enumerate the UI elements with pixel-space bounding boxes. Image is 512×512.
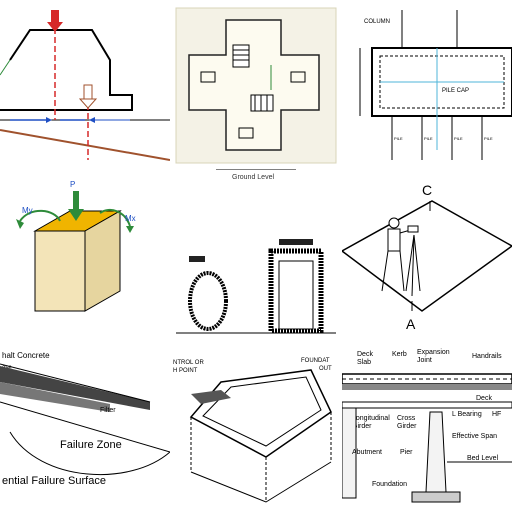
tile-conduit-sections [171,171,341,341]
label-my: My [22,206,33,215]
label-pile-1: PILE [394,136,403,141]
block-diagram: P My Mx [16,180,136,312]
label-deck: Deck [476,395,492,402]
label-a: A [406,316,416,332]
tile-embankment-failure: halt Concrete ase Filter Failure Zone en… [0,342,170,512]
pile-cap-diagram: COLUMN PILE CAP PILE PILE PILE PILE [359,10,512,160]
tile-bridge-components: Deck Slab Kerb Expansion Joint Handrails… [342,342,512,512]
label-column: COLUMN [364,19,390,25]
label-hf: HF [492,411,501,418]
label-failure-surface: ential Failure Surface [2,475,106,487]
surveying-diagram: C A [342,182,512,332]
label-expansion-2: Joint [417,357,432,364]
tile-biaxial-block: P My Mx [0,171,170,341]
label-foundation-1: FOUNDAT [301,358,330,364]
label-control-2: H POINT [173,368,198,374]
label-control-1: NTROL OR [173,360,204,366]
label-foundation-2: OUT [319,366,332,372]
label-longitudinal-1: Longitudinal [352,415,390,422]
label-pier: Pier [400,449,413,456]
sections-diagram [176,239,336,334]
tile-foundation-layout: NTROL OR H POINT FOUNDAT OUT [171,342,341,512]
label-foundation: Foundation [372,481,407,488]
label-kerb: Kerb [392,351,407,358]
tile-pile-cap: COLUMN PILE CAP PILE PILE PILE PILE [342,0,512,170]
label-asphalt: halt Concrete [2,351,50,360]
tile-slope-stability [0,0,170,170]
label-expansion-1: Expansion [417,349,450,356]
ground-level-caption: Ground Level [232,174,275,181]
tile-floor-plan [171,0,341,170]
label-cross-2: Girder [397,423,417,430]
floor-plan-diagram [171,0,341,170]
embankment-diagram: halt Concrete ase Filter Failure Zone en… [0,351,170,487]
foundation-diagram: NTROL OR H POINT FOUNDAT OUT [173,358,332,503]
label-deck-slab-2: Slab [357,359,371,366]
bridge-diagram: Deck Slab Kerb Expansion Joint Handrails… [342,349,512,503]
label-mx: Mx [125,214,136,223]
label-p: P [70,180,75,189]
slope-diagram [0,10,170,161]
label-effective-span: Effective Span [452,433,497,440]
label-pile-3: PILE [454,136,463,141]
label-pile-2: PILE [424,136,433,141]
tile-surveying: C A [342,171,512,341]
label-bed-level: Bed Level [467,455,499,462]
label-c: C [422,182,432,198]
label-handrails: Handrails [472,353,502,360]
label-deck-slab-1: Deck [357,351,373,358]
label-cross-1: Cross [397,415,416,422]
label-filter: Filter [100,407,116,414]
label-abutment: Abutment [352,449,382,456]
label-bearing: L Bearing [452,411,482,418]
label-longitudinal-2: Girder [352,423,372,430]
label-pile-cap: PILE CAP [442,88,469,94]
label-pile-4: PILE [484,136,493,141]
label-failure-zone: Failure Zone [60,439,122,451]
